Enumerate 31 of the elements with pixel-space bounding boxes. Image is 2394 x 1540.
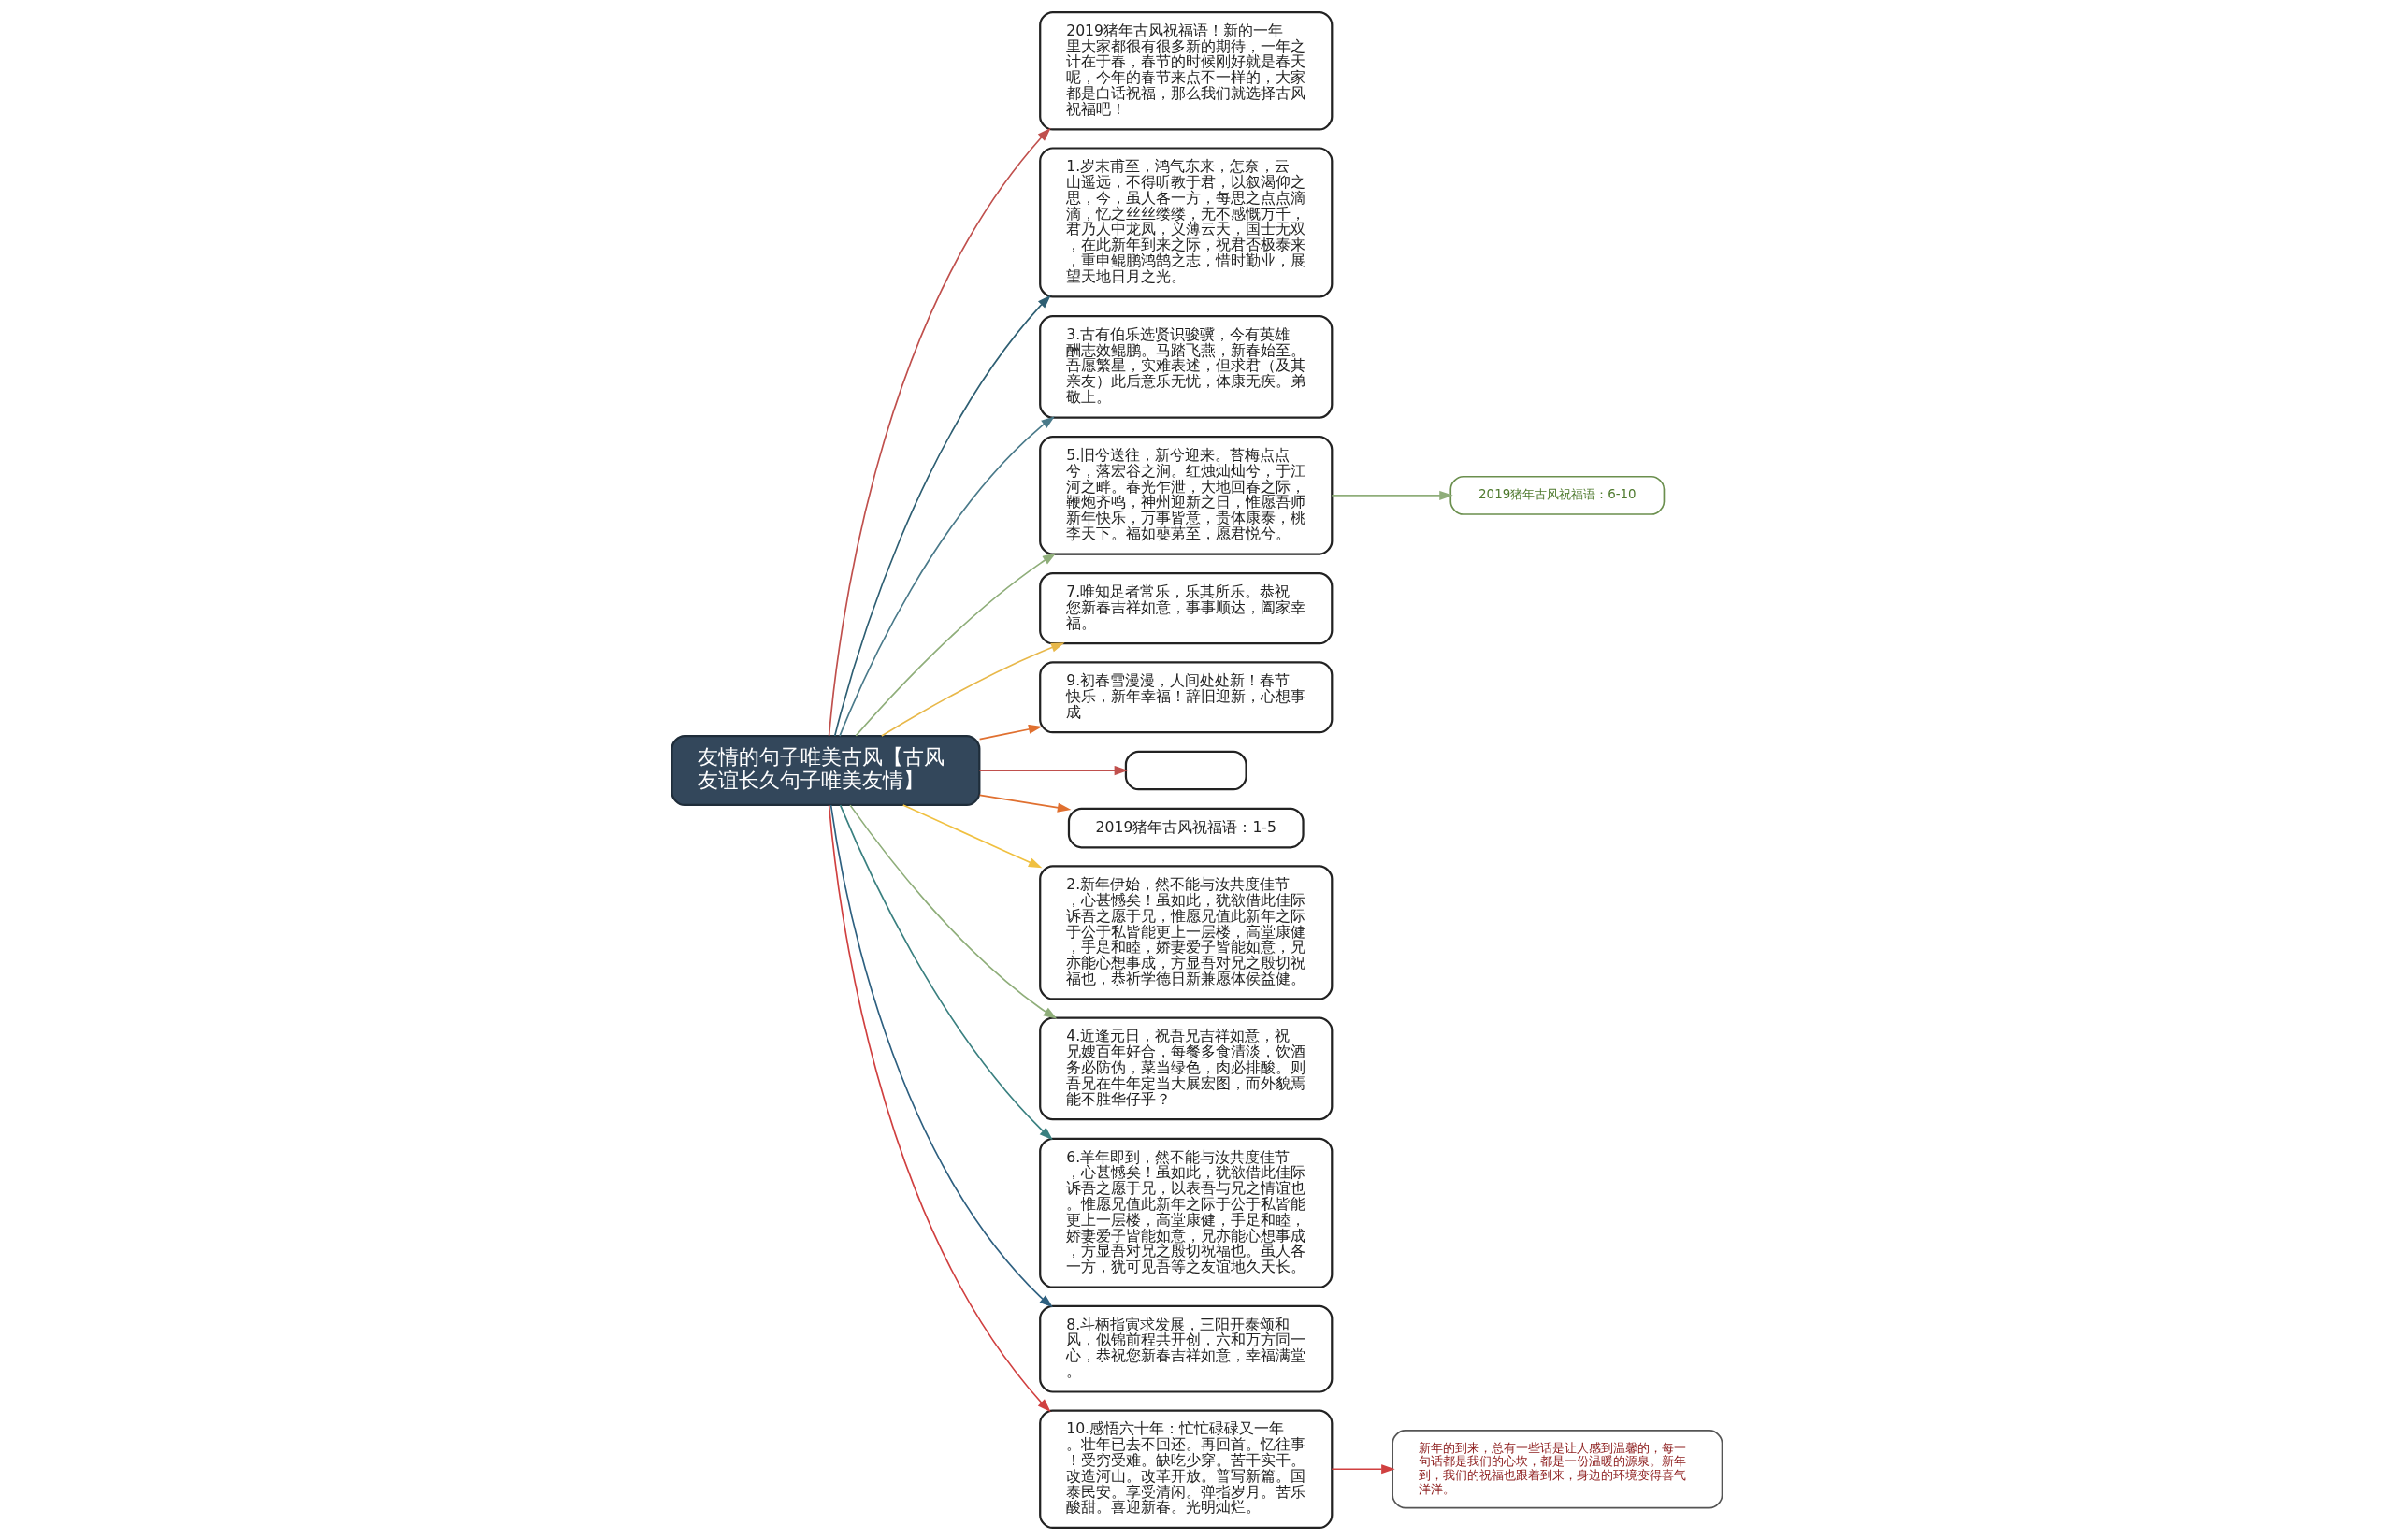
arrow [828, 804, 1051, 1413]
arrow [833, 295, 1051, 737]
node-box: 9.初春雪漫漫，人间处处新！春节快乐，新年幸福！辞旧迎新，心想事成 [1039, 661, 1334, 734]
node-box: 1.岁末甫至，鸿气东来，怎奈，云山遥远，不得听教于君，以叙渴仰之思，今，虽人各一方，每思之点点滴滴，忆之丝丝缕缕，无不感慨万千，君乃人中龙凤，义薄云天，国士无双，在此新年到来之际，祝君否极泰来，重申鲲鹏鸿鹄之志，惜时勤业，展望天地日月之光。 [1039, 147, 1334, 298]
node-box: 2019猪年古风祝福语：6-10 [1449, 475, 1666, 515]
node-box [1124, 750, 1247, 791]
arrow [1331, 1464, 1395, 1475]
arrow [839, 804, 1053, 1141]
node-box: 新年的到来，总有一些话是让人感到温馨的，每一句话都是我们的心坎，都是一份温暖的源泉。新年到，我们的祝福也跟着到来，身边的环境变得喜气洋洋。 [1392, 1430, 1723, 1509]
arrow [839, 416, 1055, 737]
arrow [978, 724, 1043, 741]
arrow [881, 642, 1065, 737]
arrow [978, 794, 1072, 813]
arrow [828, 127, 1051, 737]
node-box: 6.羊年即到，然不能与汝共度佳节，心甚憾矣！虽如此，犹欲借此佳际诉吾之愿于兄，以表吾与兄之情谊也。惟愿兄值此新年之际于公于私皆能更上一层楼，高堂康健，手足和睦，娇妻爱子皆能如意，兄亦能心想事成，方显吾对兄之殷切祝福也。虽人各一方，犹可见吾等之友谊地久天长。 [1039, 1137, 1334, 1288]
node-box: 2019猪年古风祝福语！新的一年里大家都很有很多新的期待，一年之计在于春，春节的时候刚好就是春天呢，今年的春节来点不一样的，大家都是白话祝福，那么我们就选择古风祝福吧！ [1039, 10, 1334, 131]
arrow [849, 804, 1058, 1019]
arrow [829, 804, 1053, 1308]
node-box: 3.古有伯乐选贤识骏骥，今有英雄酬志效鲲鹏。马踏飞燕，新春始至。吾愿繁星，实难表述，但求君（及其亲友）此后意乐无忧，体康无疾。弟敬上。 [1039, 314, 1334, 419]
node-box: 10.感悟六十年：忙忙碌碌又一年。壮年已去不回还。再回首。忆往事！受穷受难。缺吃少穿。苦干实干。改造河山。改革开放。普写新篇。国泰民安。享受清闲。弹指岁月。苦乐酸甜。喜迎新春。光明灿烂。 [1039, 1409, 1334, 1530]
arrow [978, 765, 1129, 776]
node-box: 2019猪年古风祝福语：1-5 [1067, 807, 1305, 849]
arrow [1331, 490, 1453, 500]
arrow [901, 804, 1043, 869]
node-box: 4.近逢元日，祝吾兄吉祥如意，祝兄嫂百年好合，每餐多食清淡，饮酒务必防伪，菜当绿色，肉必排酸。则吾兄在牛年定当大展宏图，而外貌焉能不胜华仔乎？ [1039, 1016, 1334, 1121]
node-box: 友情的句子唯美古风【古风友谊长久句子唯美友情】 [671, 735, 981, 807]
node-box: 2.新年伊始，然不能与汝共度佳节，心甚憾矣！虽如此，犹欲借此佳际诉吾之愿于兄，惟愿兄值此新年之际于公于私皆能更上一层楼，高堂康健，手足和睦，娇妻爱子皆能如意，兄亦能心想事成，方显吾对兄之殷切祝福也，恭祈学德日新兼愿体侯益健。 [1039, 865, 1334, 1000]
node-box: 7.唯知足者常乐，乐其所乐。恭祝您新春吉祥如意，事事顺达，阖家幸福。 [1039, 572, 1334, 645]
node-box: 8.斗柄指寅求发展，三阳开泰颂和风，似锦前程共开创，六和万方同一心，恭祝您新春吉祥如意，幸福满堂。 [1039, 1304, 1334, 1393]
arrow [855, 553, 1057, 737]
node-box: 5.旧兮送往，新兮迎来。苔梅点点兮，落宏谷之涧。红烛灿灿兮，于江河之畔。春光乍泄，大地回春之际，鞭炮齐鸣，神州迎新之日，惟愿吾师新年快乐，万事皆意，贵体康泰，桃李天下。福如蘡苐至，愿君悦兮。 [1039, 436, 1334, 555]
